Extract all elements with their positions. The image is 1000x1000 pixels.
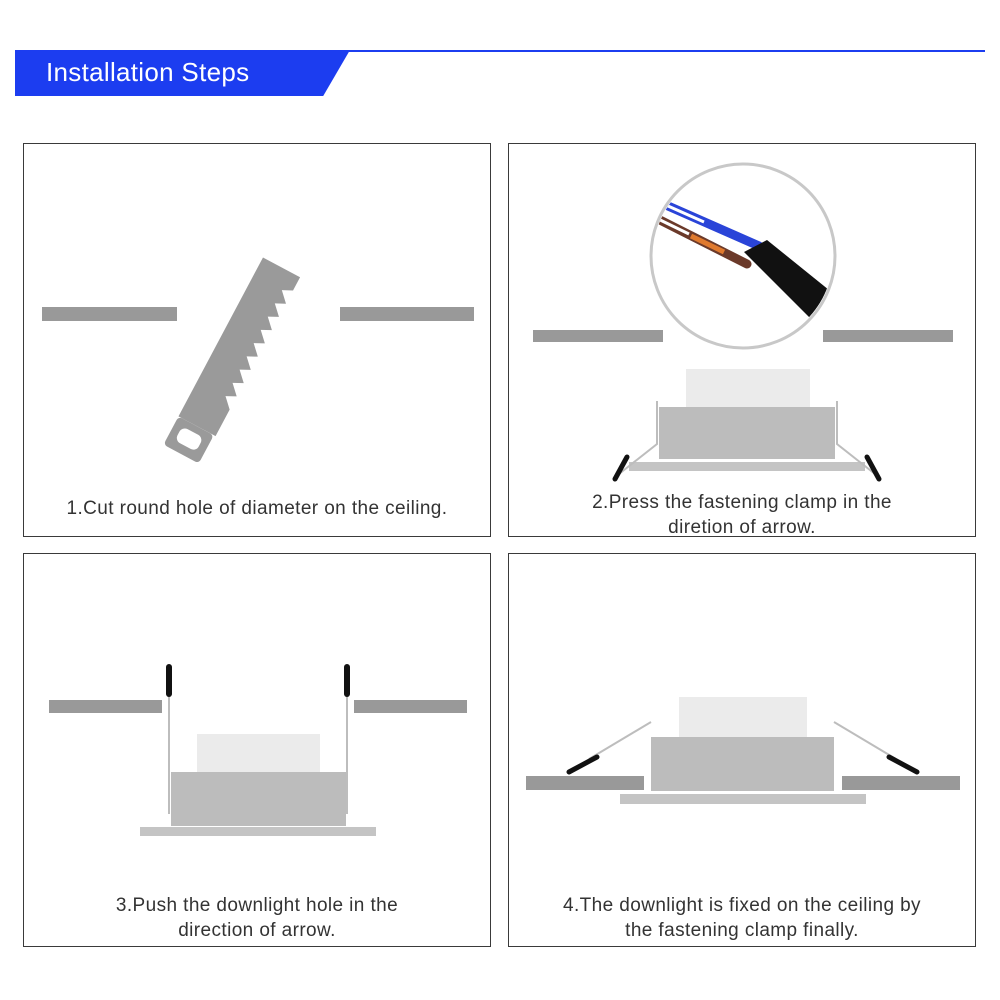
ceiling-left bbox=[533, 330, 663, 342]
step-2-caption-line2: diretion of arrow. bbox=[668, 517, 816, 538]
cable-detail-circle bbox=[649, 162, 837, 350]
ceiling-right bbox=[354, 700, 467, 713]
clamp-right-tip bbox=[864, 454, 882, 482]
step-3-caption-line1: 3.Push the downlight hole in the bbox=[115, 895, 399, 916]
step-4-illustration bbox=[526, 697, 960, 804]
ceiling-left bbox=[49, 700, 162, 713]
lamp-top bbox=[197, 734, 320, 772]
step-3-illustration bbox=[49, 664, 467, 836]
lamp-trim bbox=[620, 794, 866, 804]
lamp-top bbox=[686, 369, 810, 407]
lamp-body bbox=[651, 737, 834, 791]
clamp-right-spring bbox=[836, 401, 876, 475]
step-2-panel: 2.Press the fastening clamp in the diret… bbox=[508, 143, 976, 540]
lamp-top bbox=[679, 697, 807, 737]
step-1-illustration bbox=[42, 257, 474, 463]
header-rule bbox=[15, 50, 985, 52]
step-2-caption-line1: 2.Press the fastening clamp in the bbox=[592, 492, 892, 513]
step-1-caption: 1.Cut round hole of diameter on the ceil… bbox=[66, 498, 448, 519]
step-4-panel: 4.The downlight is fixed on the ceiling … bbox=[508, 553, 976, 947]
cable-icon bbox=[653, 197, 833, 322]
clamp-left-tip bbox=[612, 454, 630, 482]
header-band bbox=[15, 50, 350, 96]
step-2-caption: 2.Press the fastening clamp in the diret… bbox=[509, 490, 975, 540]
step-4-caption: 4.The downlight is fixed on the ceiling … bbox=[509, 893, 975, 943]
step-4-caption-line2: the fastening clamp finally. bbox=[625, 920, 859, 941]
lamp-trim bbox=[140, 827, 376, 836]
ceiling-right bbox=[823, 330, 953, 342]
lamp-body bbox=[171, 772, 346, 826]
clamp-right-spring bbox=[833, 721, 897, 760]
ceiling-left bbox=[42, 307, 177, 321]
lamp-body bbox=[659, 407, 835, 459]
step-4-caption-line1: 4.The downlight is fixed on the ceiling … bbox=[563, 895, 921, 916]
page-title: Installation Steps bbox=[46, 57, 250, 87]
step-2-illustration bbox=[533, 162, 953, 482]
clamp-left-spring bbox=[618, 401, 658, 475]
ceiling-right bbox=[340, 307, 474, 321]
ceiling-right bbox=[842, 776, 960, 790]
step-1-panel: 1.Cut round hole of diameter on the ceil… bbox=[23, 143, 491, 537]
clamp-left-tip bbox=[566, 754, 600, 775]
saw-icon bbox=[164, 257, 301, 463]
step-3-panel: 3.Push the downlight hole in the directi… bbox=[23, 553, 491, 947]
lamp-trim bbox=[629, 462, 865, 471]
clamp-right-tip bbox=[886, 754, 920, 775]
ceiling-left bbox=[526, 776, 644, 790]
clamp-left-spring bbox=[588, 721, 652, 760]
step-3-caption-line2: direction of arrow. bbox=[178, 920, 336, 941]
step-3-caption: 3.Push the downlight hole in the directi… bbox=[24, 893, 490, 943]
